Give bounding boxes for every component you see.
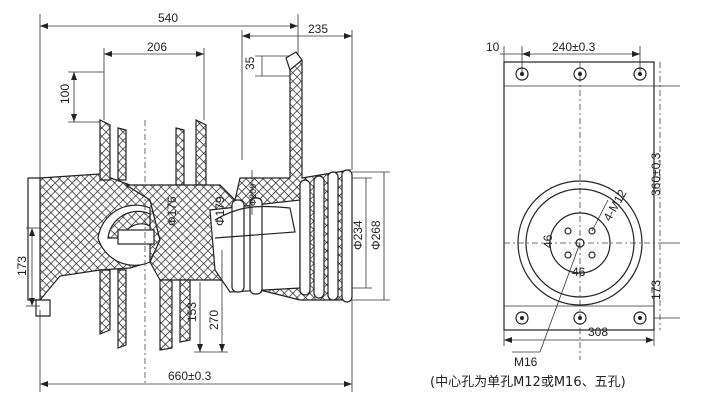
fin-8 — [179, 279, 191, 343]
mid-ring — [525, 188, 635, 298]
dim-660: 660±0.3 — [39, 300, 353, 392]
dim-206-label: 206 — [147, 40, 167, 54]
dim-308-label: 308 — [588, 325, 608, 339]
dim-234-268: Φ234 Φ268 — [351, 171, 390, 301]
dim-268-label: Φ268 — [369, 220, 383, 250]
top-terminal — [285, 51, 303, 72]
dim-206: 206 — [103, 40, 205, 120]
fin-5 — [99, 269, 111, 335]
dim-235-label: 235 — [308, 22, 328, 36]
dim-179-label: Φ179 — [213, 196, 227, 226]
dim-100-label: 100 — [58, 84, 72, 104]
m16-label: M16 — [514, 355, 538, 369]
inner-shield — [214, 205, 296, 239]
dim-10-240: 10 240±0.3 — [486, 40, 641, 72]
dim-540-label: 540 — [158, 11, 178, 25]
dim-540: 540 — [39, 11, 299, 190]
flange-plate — [503, 61, 655, 331]
flange-front-view: 10 240±0.3 4-M12 — [430, 40, 680, 390]
dim-240-label: 240±0.3 — [552, 40, 596, 54]
dim-360-label: 360±0.3 — [649, 152, 663, 196]
dim-46-h-label: 46 — [572, 265, 586, 279]
fin-4 — [195, 119, 207, 186]
fin-6 — [117, 269, 127, 349]
fin-1 — [99, 119, 111, 181]
dim-100: 100 — [58, 71, 104, 123]
center-hole-note: (中心孔为单孔M12或M16、五孔) — [430, 375, 626, 390]
dim-270-label: 270 — [207, 310, 221, 330]
dim-153-270: 153 270 — [185, 250, 228, 353]
fin-2 — [117, 127, 127, 181]
fin-7 — [159, 279, 173, 351]
ribs — [231, 169, 353, 303]
mounting-holes — [515, 67, 647, 325]
inner-ring — [549, 212, 611, 274]
dim-360-173: 360±0.3 173 — [649, 85, 680, 319]
dim-176-label: Φ176 — [165, 196, 179, 226]
m16-leader — [539, 242, 581, 353]
dim-173-right-label: 173 — [649, 280, 663, 300]
dim-10-label: 10 — [486, 40, 500, 54]
outer-ring — [517, 180, 643, 306]
dim-173-left: 173 — [15, 227, 40, 307]
dim-35: 35 — [243, 55, 290, 77]
dim-153-label: 153 — [185, 302, 199, 322]
dim-660-label: 660±0.3 — [168, 369, 212, 383]
bracket — [35, 299, 51, 317]
side-section-view: 540 235 206 35 — [15, 11, 390, 392]
dim-35-label: 35 — [243, 56, 257, 70]
dim-209-label: Φ209 — [248, 184, 258, 206]
dim-308: 308 — [503, 325, 655, 346]
fin-3 — [175, 127, 185, 186]
dim-173-left-label: 173 — [15, 256, 29, 276]
holes-label: 4-M12 — [600, 187, 629, 224]
dim-234-label: Φ234 — [351, 220, 365, 250]
dim-235: 235 — [241, 22, 353, 170]
dim-46-v-label: 46 — [541, 234, 555, 248]
center-holes — [564, 227, 596, 259]
left-end-face — [27, 177, 41, 301]
conductor-stud — [117, 229, 155, 245]
